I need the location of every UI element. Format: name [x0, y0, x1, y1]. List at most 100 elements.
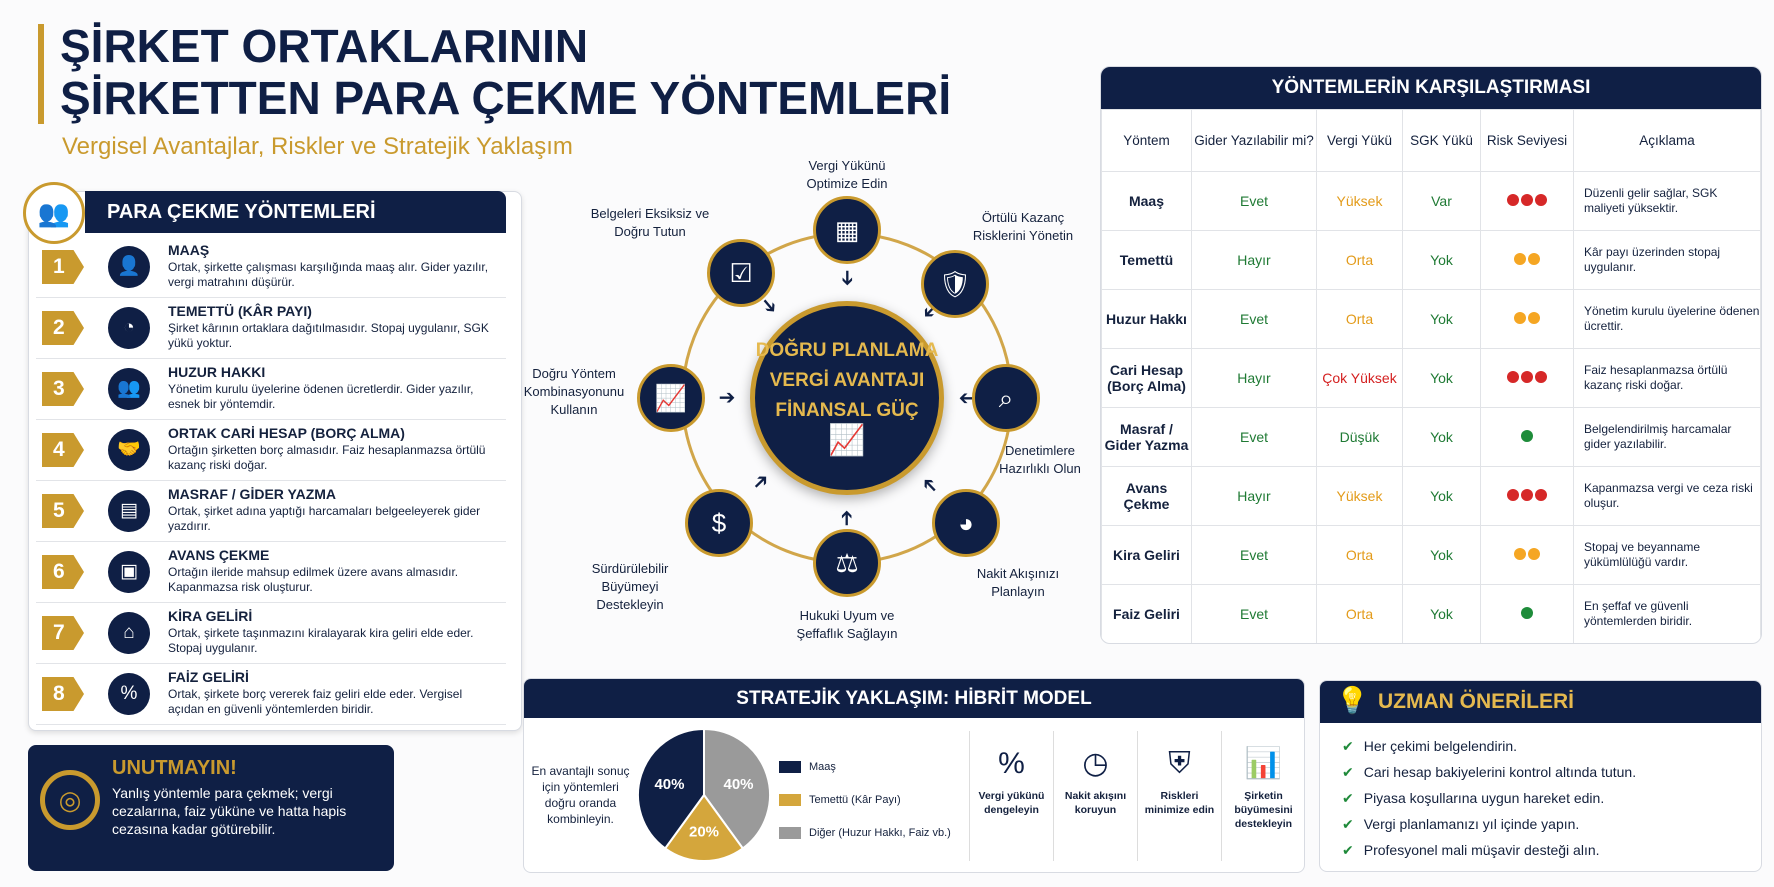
shield-check-icon: 🛡	[921, 250, 989, 318]
strategy-tip: 📊Şirketin büyümesini destekleyin	[1221, 731, 1304, 861]
expert-list: ✔Her çekimi belgelendirin. ✔ Cari hesap ba…	[1320, 723, 1761, 863]
method-item[interactable]: 4🤝ORTAK CARİ HESAP (BORÇ ALMA)Ortağın şi…	[36, 420, 506, 481]
sgk-cell: Yok	[1402, 348, 1481, 408]
column-header: Risk Seviyesi	[1480, 109, 1574, 172]
expense-cell: Evet	[1191, 289, 1317, 349]
risk-dot	[1528, 548, 1540, 560]
method-desc: Ortak, şirkete taşınmazını kiralayarak k…	[168, 626, 474, 655]
expense-cell: Hayır	[1191, 466, 1317, 526]
step-number: 7	[42, 616, 84, 650]
pie-chart-icon: ◕	[932, 489, 1000, 557]
hybrid-title: STRATEJİK YAKLAŞIM: HİBRİT MODEL	[524, 679, 1304, 718]
description-cell: Faiz hesaplanmazsa örtülü kazanç riski d…	[1573, 348, 1761, 408]
cycle-center: DOĞRU PLANLAMA VERGİ AVANTAJI FİNANSAL G…	[750, 301, 944, 495]
house-icon: ⌂	[108, 612, 150, 654]
step-number: 1	[42, 250, 84, 284]
reminder-title: UNUTMAYIN!	[112, 757, 237, 779]
expert-item: ✔Profesyonel mali müşavir desteği alın.	[1342, 837, 1761, 863]
cycle-label: Nakit Akışınızı Planlayın	[976, 566, 1060, 599]
description-cell: Düzenli gelir sağlar, SGK maliyeti yükse…	[1573, 171, 1761, 231]
tax-cell: Orta	[1316, 584, 1403, 643]
checkmark-icon: ✔	[1342, 842, 1354, 858]
method-cell: Temettü	[1101, 230, 1192, 290]
expert-title: UZMAN ÖNERİLERİ	[1320, 681, 1761, 723]
tax-cell: Yüksek	[1316, 171, 1403, 231]
expert-item: ✔Her çekimi belgelendirin.	[1342, 733, 1761, 759]
title-line-1: ŞİRKET ORTAKLARININ	[60, 20, 589, 72]
risk-dot	[1521, 430, 1533, 442]
expert-text: Piyasa koşullarına uygun hareket edin.	[1363, 790, 1605, 806]
expert-text: Cari hesap bakiyelerini kontrol altında …	[1363, 764, 1637, 780]
clock-icon: ◷	[1082, 747, 1109, 780]
cycle-label: Sürdürülebilir Büyümeyi Destekleyin	[591, 561, 669, 612]
title-accent-bar	[38, 24, 44, 124]
expert-item: ✔Piyasa koşullarına uygun hareket edin.	[1342, 785, 1761, 811]
description-cell: Yönetim kurulu üyelerine ödenen ücrettir…	[1573, 289, 1761, 349]
risk-dot	[1535, 194, 1547, 206]
reminder-text: Yanlış yöntemle para çekmek; vergi cezal…	[112, 785, 347, 837]
risk-dot	[1507, 194, 1519, 206]
method-title: ORTAK CARİ HESAP (BORÇ ALMA)	[168, 425, 405, 441]
legend-swatch	[779, 827, 801, 839]
center-line-1: DOĞRU PLANLAMA	[755, 340, 939, 361]
method-desc: Ortak, şirkete borç vererek faiz geliri …	[168, 687, 463, 716]
expense-cell: Evet	[1191, 584, 1317, 643]
description-cell: En şeffaf ve güvenli yöntemlerden biridi…	[1573, 584, 1761, 643]
tip-label: Vergi yükünü dengeleyin	[978, 790, 1045, 816]
step-number: 6	[42, 555, 84, 589]
cycle-label: Belgeleri Eksiksiz ve Doğru Tutun	[590, 206, 710, 239]
wallet-icon: ▣	[108, 551, 150, 593]
risk-cell	[1480, 584, 1574, 643]
description-cell: Belgelendirilmiş harcamalar gider yazıla…	[1573, 407, 1761, 467]
shield-check-icon: ⛨	[1168, 747, 1191, 780]
description-cell: Kâr payı üzerinden stopaj uygulanır.	[1573, 230, 1761, 290]
arrow-icon: ➔	[718, 387, 736, 409]
tax-cell: Orta	[1316, 289, 1403, 349]
method-cell: Faiz Geliri	[1101, 584, 1192, 643]
sgk-cell: Yok	[1402, 525, 1481, 585]
pie-slice	[703, 727, 771, 850]
lightbulb-icon: 💡	[1336, 685, 1369, 715]
arrow-icon: ➔	[836, 269, 858, 287]
calculator-icon: ▦	[813, 196, 881, 264]
method-cell: Cari Hesap (Borç Alma)	[1101, 348, 1192, 408]
method-cell: Huzur Hakkı	[1101, 289, 1192, 349]
pie-slice-label: 40%	[724, 776, 754, 793]
method-desc: Şirket kârının ortaklara dağıtılmasıdır.…	[168, 321, 489, 350]
tax-cell: Orta	[1316, 230, 1403, 290]
hand-coin-icon: $	[685, 489, 753, 557]
sgk-cell: Yok	[1402, 584, 1481, 643]
growth-chart-icon: 📈	[637, 364, 705, 432]
pie-slice-label: 20%	[689, 823, 719, 840]
pie-slice	[663, 793, 745, 862]
sgk-cell: Var	[1402, 171, 1481, 231]
pie-slice-label: 40%	[654, 776, 684, 793]
risk-dot	[1514, 253, 1526, 265]
handshake-icon: 🤝	[108, 429, 150, 471]
column-header: Açıklama	[1573, 109, 1761, 172]
cycle-label: Örtülü Kazanç Risklerini Yönetin	[972, 210, 1074, 243]
method-cell: Avans Çekme	[1101, 466, 1192, 526]
legend-item: Maaş	[779, 761, 836, 773]
expense-cell: Evet	[1191, 171, 1317, 231]
risk-cell	[1480, 466, 1574, 526]
risk-dot	[1514, 548, 1526, 560]
risk-dot	[1521, 194, 1533, 206]
risk-dot	[1521, 607, 1533, 619]
risk-cell	[1480, 171, 1574, 231]
method-item[interactable]: 2◔TEMETTÜ (KÂR PAYI)Şirket kârının ortak…	[36, 298, 506, 359]
risk-cell	[1480, 525, 1574, 585]
people-group-icon: 👥	[23, 182, 85, 244]
sgk-cell: Yok	[1402, 466, 1481, 526]
method-desc: Ortak, şirket adına yaptığı harcamaları …	[168, 504, 481, 533]
